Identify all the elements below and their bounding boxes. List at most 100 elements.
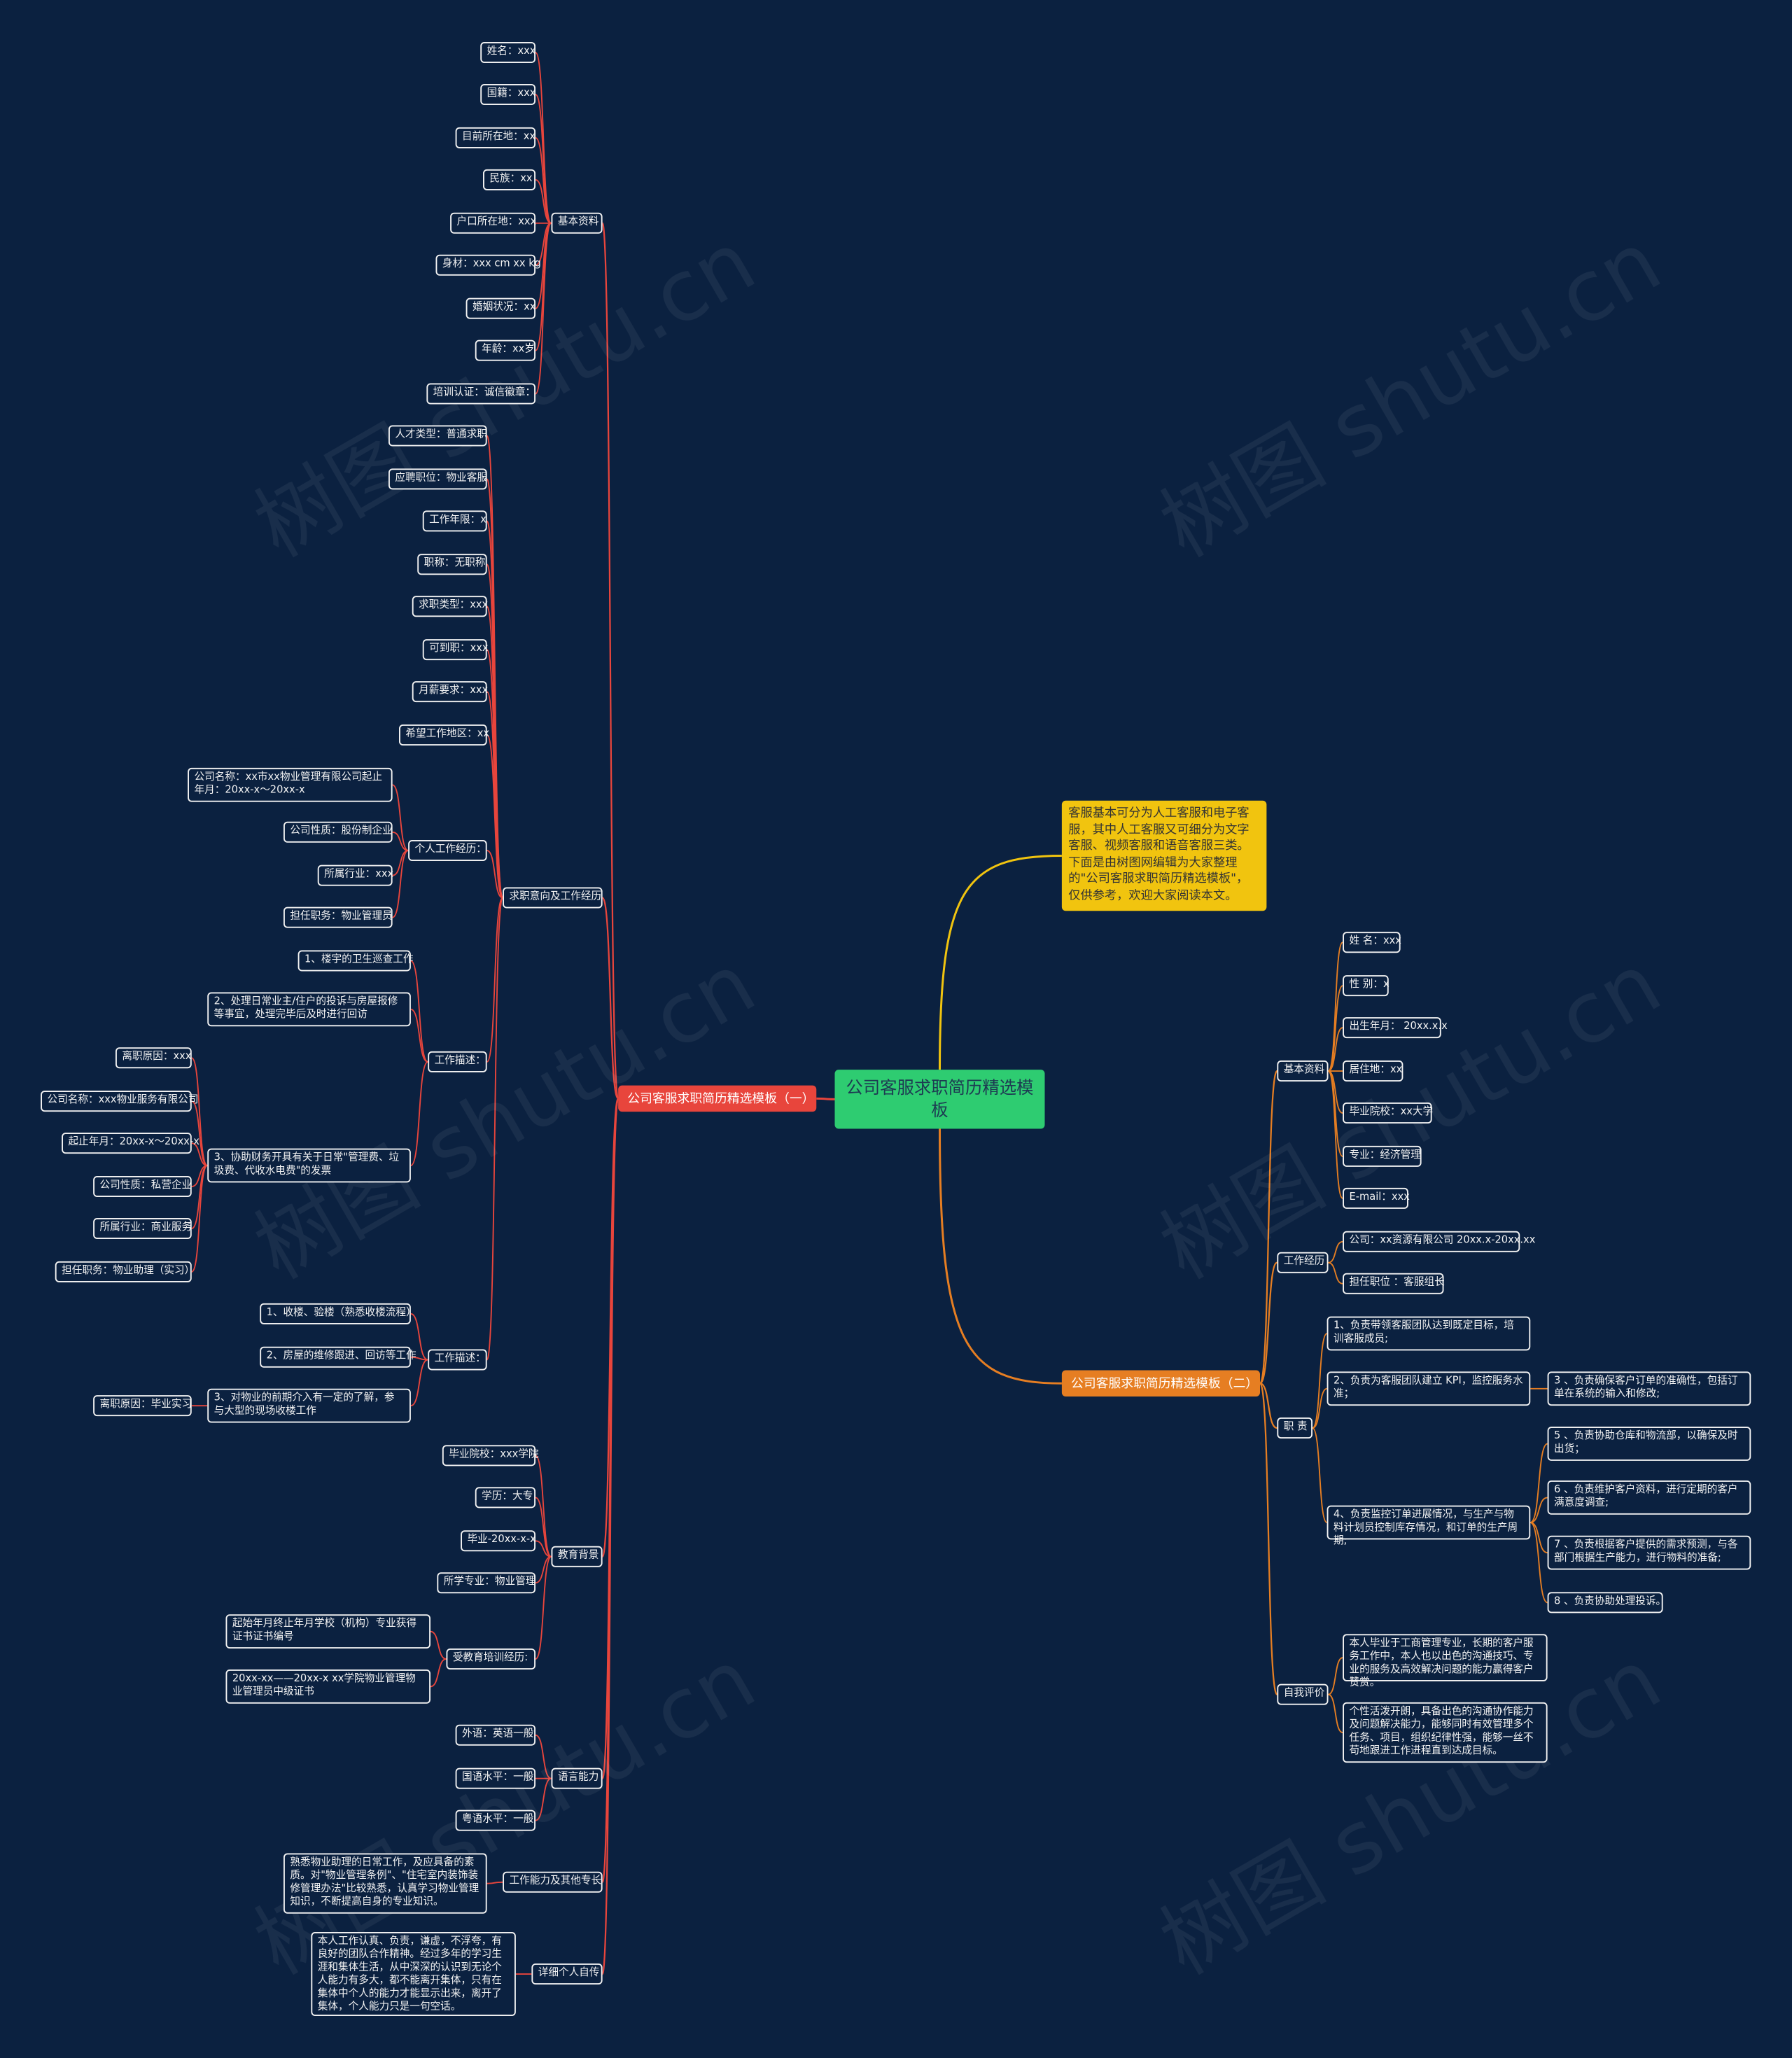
b2-basic-item[interactable]: E-mail：xxx — [1343, 1187, 1410, 1209]
connector-line — [392, 784, 409, 851]
b2-basic-item[interactable]: 专业：经济管理 — [1343, 1145, 1422, 1167]
b2-basic-item[interactable]: 姓 名：xxx — [1343, 932, 1401, 953]
b1-edu-item[interactable]: 所学专业：物业管理 — [437, 1572, 536, 1594]
b1-edu-item[interactable]: 毕业-20xx-x-x — [461, 1530, 536, 1552]
connector-line — [1312, 1427, 1328, 1523]
connector-line — [486, 1881, 503, 1884]
b1-basic-item[interactable]: 培训认证：诚信徽章： — [426, 383, 536, 405]
branch-template-1[interactable]: 公司客服求职简历精选模板（一） — [618, 1085, 817, 1112]
b1-basic-item[interactable]: 年龄：xx岁 — [475, 340, 536, 361]
b1-personal-item[interactable]: 所属行业：xxx — [317, 864, 393, 886]
b1-intent-item[interactable]: 工作年限：x — [422, 510, 487, 532]
b1-abilities[interactable]: 工作能力及其他专长 — [503, 1871, 603, 1893]
b2-basic-item[interactable]: 居住地：xx — [1343, 1060, 1404, 1082]
b1-edu-item[interactable]: 毕业院校：xxx学院 — [442, 1445, 539, 1466]
connector-line — [392, 831, 409, 851]
b1-basic-item[interactable]: 姓名：xxx — [480, 42, 536, 63]
b1-desc1-sub-item[interactable]: 所属行业：商业服务 — [93, 1218, 192, 1239]
b2-duty-sub-item[interactable]: 8 、负责协助处理投诉。 — [1547, 1592, 1666, 1614]
b1-edu-item[interactable]: 学历：大专 — [475, 1487, 536, 1508]
connector-line — [410, 1356, 428, 1361]
connector-line — [535, 1777, 552, 1821]
b2-duty-sub-item[interactable]: 3 、负责确保客户订单的准确性，包括订单在系统的输入和修改; — [1547, 1371, 1751, 1406]
branch-template-2[interactable]: 公司客服求职简历精选模板（二） — [1061, 1370, 1260, 1396]
connector-line — [410, 960, 428, 1063]
b1-intent-item[interactable]: 月薪要求：xxx — [412, 681, 488, 703]
b2-duty-sub-item[interactable]: 5 、负责协助仓库和物流部，以确保及时出货； — [1547, 1427, 1751, 1461]
b2-duty-item[interactable]: 2、负责为客服团队建立 KPI，监控服务水准； — [1326, 1371, 1531, 1406]
b2-work-item[interactable]: 公司：xx资源有限公司 20xx.x-20xx.xx — [1343, 1231, 1535, 1252]
b1-desc1-sub-item[interactable]: 担任职务：物业助理（实习） — [55, 1261, 195, 1282]
b2-duties[interactable]: 职 责 — [1277, 1418, 1312, 1438]
connector-line — [486, 850, 503, 899]
b1-language-item[interactable]: 粤语水平：一般 — [455, 1809, 536, 1831]
b1-desc1-sub-item[interactable]: 起止年月：20xx-x～20xx-x — [62, 1133, 200, 1154]
connector-line — [410, 1060, 429, 1166]
b1-intent-item[interactable]: 职称：无职称 — [417, 554, 487, 575]
connector-line — [1328, 1261, 1343, 1284]
connector-line — [535, 178, 552, 224]
b1-job-intent[interactable]: 求职意向及工作经历 — [503, 887, 603, 909]
b2-self-evaluation[interactable]: 自我评价 — [1277, 1684, 1329, 1705]
b1-language[interactable]: 语言能力 — [551, 1768, 603, 1789]
b2-duty-sub-item[interactable]: 7 、负责根据客户提供的需求预测，与各部门根据生产能力，进行物料的准备; — [1547, 1535, 1751, 1570]
b1-personal-item[interactable]: 公司性质：股份制企业 — [284, 821, 393, 843]
b1-desc1-item[interactable]: 2、处理日常业主/住户的投诉与房屋报修等事宜，处理完毕后及时进行回访 — [207, 992, 411, 1027]
b1-intent-item[interactable]: 应聘职位：物业客服 — [388, 468, 487, 490]
b1-personal-item[interactable]: 公司名称：xx市xx物业管理有限公司起止年月：20xx-x～20xx-x — [188, 767, 393, 802]
intro-note[interactable]: 客服基本可分为人工客服和电子客服，其中人工客服又可细分为文字客服、视频客服和语音… — [1061, 800, 1267, 911]
b1-ability-item[interactable]: 熟悉物业助理的日常工作，及应具备的素质。对"物业管理条例"、"住宅室内装饰装修管… — [284, 1853, 487, 1914]
b1-desc1-sub-item[interactable]: 公司名称：xxx物业服务有限公司 — [41, 1091, 199, 1112]
b1-basic-item[interactable]: 户口所在地：xxx — [450, 212, 536, 234]
b1-desc2-item[interactable]: 3、对物业的前期介入有一定的了解，参与大型的现场收楼工作 — [207, 1388, 411, 1423]
b1-training[interactable]: 受教育培训经历: — [446, 1648, 536, 1670]
b1-basic-item[interactable]: 国籍：xxx — [480, 84, 536, 105]
b1-training-item[interactable]: 20xx-xx——20xx-x xx学院物业管理物业管理员中级证书 — [225, 1670, 430, 1704]
b1-personal-experience[interactable]: 个人工作经历： — [408, 840, 487, 861]
b1-desc1-sub-item[interactable]: 离职原因：xxx — [115, 1047, 192, 1069]
b2-basic-item[interactable]: 性 别：x — [1343, 975, 1390, 997]
b2-eval-item[interactable]: 个性活泼开朗，具备出色的沟通协作能力及问题解决能力，能够同时有效管理多个任务、项… — [1343, 1702, 1548, 1763]
b1-education[interactable]: 教育背景 — [551, 1546, 603, 1567]
b2-basic-item[interactable]: 毕业院校：xx大学 — [1343, 1102, 1433, 1124]
b1-work-desc-1[interactable]: 工作描述： — [428, 1051, 487, 1072]
b2-basic-info[interactable]: 基本资料 — [1277, 1060, 1329, 1082]
connector-line — [486, 897, 504, 1063]
b1-language-item[interactable]: 外语：英语一般 — [455, 1724, 536, 1746]
b1-desc2-item[interactable]: 2、房屋的维修跟进、回访等工作 — [260, 1346, 416, 1368]
b1-basic-info[interactable]: 基本资料 — [551, 212, 603, 234]
b1-desc2-sub-item[interactable]: 离职原因：毕业实习 — [93, 1395, 192, 1417]
b1-desc1-item[interactable]: 1、楼宇的卫生巡查工作 — [298, 950, 414, 972]
b1-intent-item[interactable]: 希望工作地区：xx — [399, 724, 489, 746]
connector-line — [392, 850, 409, 876]
b1-language-item[interactable]: 国语水平：一般 — [455, 1768, 536, 1789]
connector-line — [1530, 1443, 1548, 1523]
root-topic[interactable]: 公司客服求职简历精选模板 — [834, 1070, 1045, 1129]
b1-basic-item[interactable]: 婚姻状况：xx — [465, 298, 536, 319]
b1-intent-item[interactable]: 可到职：xxx — [422, 639, 489, 661]
b1-basic-item[interactable]: 目前所在地：xx — [455, 127, 536, 148]
connector-line — [535, 1540, 552, 1558]
b1-basic-item[interactable]: 身材：xxx cm xx kg — [435, 254, 541, 276]
b1-training-item[interactable]: 起始年月终止年月学校（机构）专业获得证书证书编号 — [225, 1614, 430, 1648]
b2-duty-item[interactable]: 4、负责监控订单进展情况，与生产与物料计划员控制库存情况，和订单的生产周期; — [1326, 1505, 1531, 1546]
b2-eval-item[interactable]: 本人毕业于工商管理专业，长期的客户服务工作中，本人也以出色的沟通技巧、专业的服务… — [1343, 1634, 1548, 1688]
connector-line — [410, 1359, 428, 1407]
b1-personal-item[interactable]: 担任职务：物业管理员 — [284, 906, 393, 928]
b2-duty-item[interactable]: 1、负责带领客服团队达到既定目标，培训客服成员; — [1326, 1316, 1531, 1351]
b1-intent-item[interactable]: 求职类型：xxx — [412, 596, 488, 617]
b1-desc1-sub-item[interactable]: 公司性质：私营企业 — [93, 1176, 192, 1197]
b2-duty-sub-item[interactable]: 6 、负责维护客户资料，进行定期的客户满意度调查; — [1547, 1480, 1751, 1515]
b1-autobiography-item[interactable]: 本人工作认真、负责，谦虚，不浮夸，有良好的团队合作精神。经过多年的学习生涯和集体… — [311, 1932, 516, 2016]
b1-basic-item[interactable]: 民族：xx — [483, 169, 536, 190]
b1-work-desc-2[interactable]: 工作描述： — [428, 1349, 487, 1371]
b1-autobiography[interactable]: 详细个人自传 — [531, 1963, 603, 1984]
b2-work-experience[interactable]: 工作经历 — [1277, 1252, 1329, 1273]
b1-desc2-item[interactable]: 1、收楼、验楼（熟悉收楼流程） — [260, 1303, 416, 1324]
b1-intent-item[interactable]: 人才类型：普通求职 — [388, 425, 487, 447]
b1-desc1-item[interactable]: 3、协助财务开具有关于日常"管理费、垃圾费、代收水电费"的发票 — [207, 1148, 411, 1183]
b2-basic-item[interactable]: 出生年月： 20xx.x.x — [1343, 1017, 1448, 1039]
connector-line — [816, 1097, 835, 1100]
b2-work-item[interactable]: 担任职位 ：客服组长 — [1343, 1273, 1445, 1294]
connector-line — [1327, 985, 1344, 1072]
